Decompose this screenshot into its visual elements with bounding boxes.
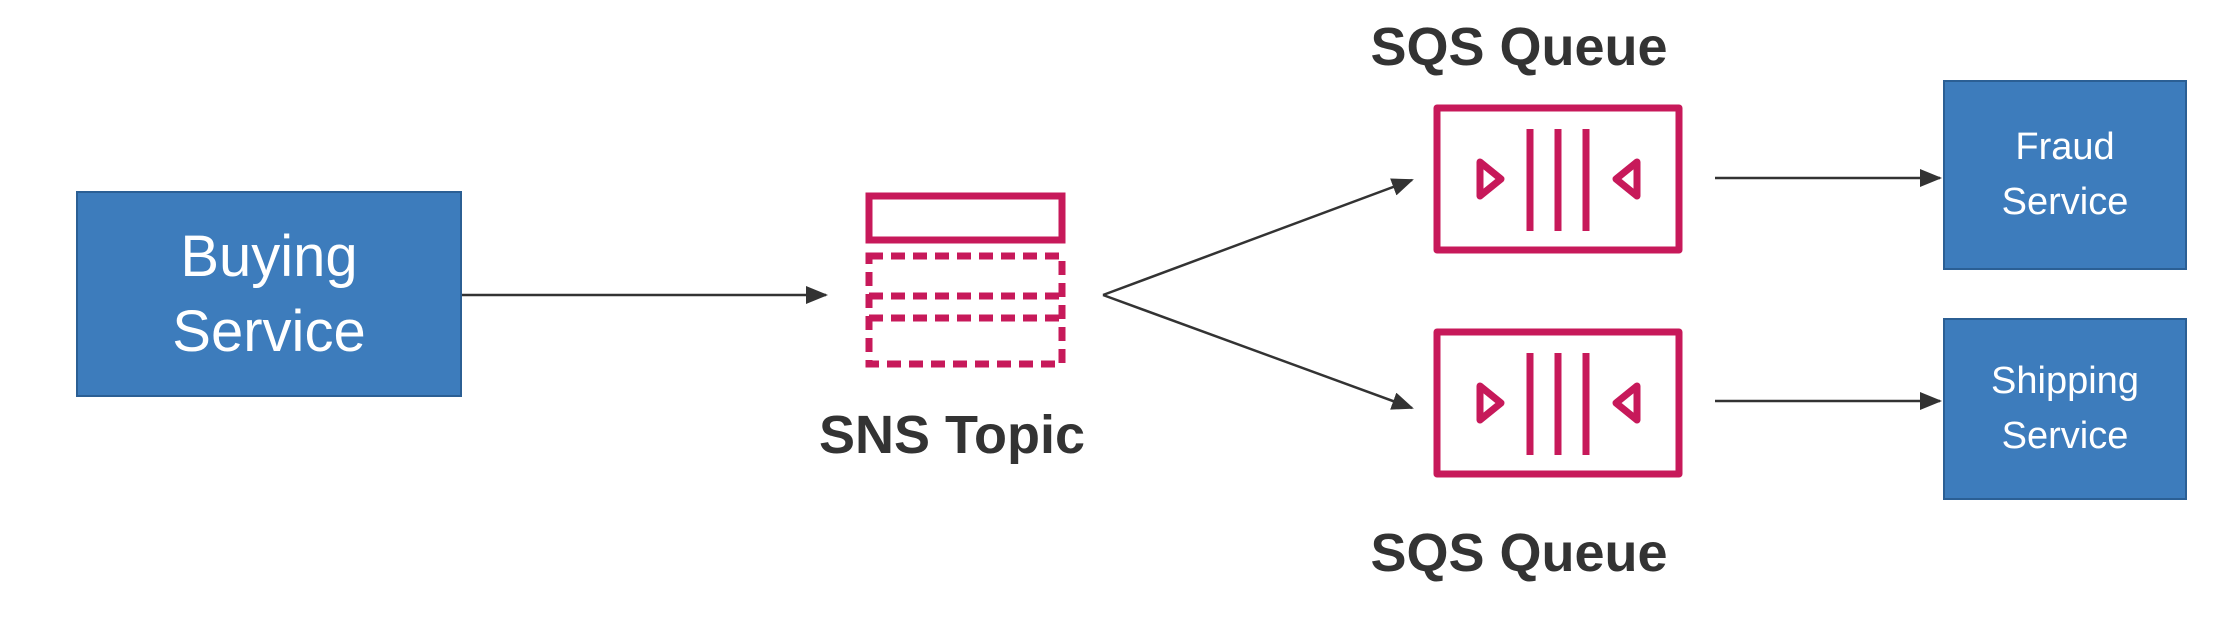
buying-service-node: Buying Service — [76, 191, 462, 397]
sqs-queue-icon — [1433, 104, 1683, 254]
sqs-queue-top-label: SQS Queue — [1370, 17, 1668, 77]
fraud-service-node: Fraud Service — [1943, 80, 2187, 270]
buying-service-line1: Buying — [180, 223, 358, 289]
sqs-queue-bottom-label: SQS Queue — [1370, 523, 1668, 583]
shipping-service-node: Shipping Service — [1943, 318, 2187, 500]
sqs-queue-icon — [1433, 328, 1683, 478]
arrow-sns-to-sqs-bottom — [1102, 293, 1414, 410]
sns-topic-label: SNS Topic — [818, 405, 1086, 465]
fraud-service-line1: Fraud — [2015, 125, 2115, 168]
buying-service-line2: Service — [172, 299, 366, 364]
shipping-service-line2: Service — [2001, 415, 2129, 457]
fraud-service-line2: Service — [2001, 181, 2129, 223]
arrow-sns-to-sqs-top — [1102, 178, 1414, 297]
sns-topic-icon — [865, 192, 1066, 368]
shipping-service-line1: Shipping — [1991, 359, 2139, 402]
